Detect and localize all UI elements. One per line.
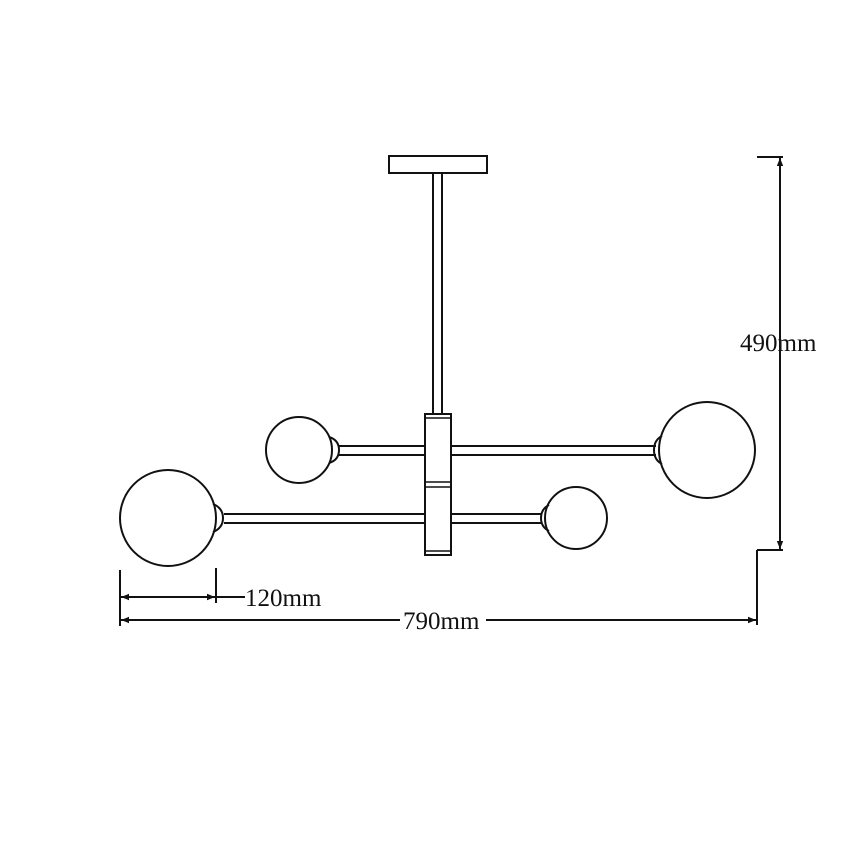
width-label: 790mm	[403, 608, 480, 635]
width-dimension: 790mm	[119, 570, 756, 635]
globe-label: 120mm	[245, 585, 322, 612]
globe-dimension: 120mm	[121, 568, 322, 612]
globe-lower-left	[119, 469, 225, 567]
stem	[432, 173, 443, 414]
height-label: 490mm	[740, 330, 817, 357]
ceiling-canopy	[388, 155, 488, 174]
upper-arm	[338, 445, 656, 456]
central-body	[424, 413, 452, 556]
globe-upper-right	[652, 401, 756, 499]
globe-lower-right	[539, 486, 608, 550]
lower-arm	[224, 513, 542, 524]
globe-upper-left	[265, 416, 341, 484]
height-dimension: 490mm	[740, 156, 817, 625]
